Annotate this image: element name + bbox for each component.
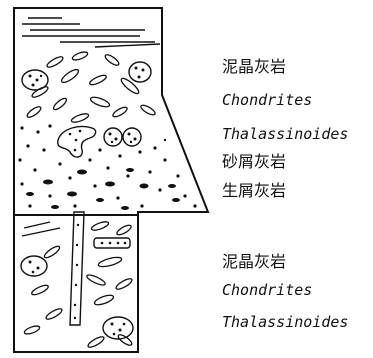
label-bioclastic: 生屑灰岩 [222,183,286,199]
label-micrite-upper: 泥晶灰岩 [222,59,286,75]
grainstone-dots [18,124,196,207]
label-thalassinoides-lower: Thalassinoides [222,315,348,330]
label-micrite-lower: 泥晶灰岩 [222,254,286,270]
label-chondrites-upper: Chondrites [222,93,312,108]
burrow-vertical-dots [74,224,79,319]
label-grainstone: 砂屑灰岩 [222,154,286,170]
label-thalassinoides-upper: Thalassinoides [222,127,348,142]
burrow-upper [58,127,96,158]
burrow-vertical [70,212,84,325]
label-chondrites-lower: Chondrites [222,283,312,298]
bioclasts [26,168,180,210]
intraclasts [22,62,151,146]
intraclast-dots [29,67,145,144]
lower-grains [22,220,133,349]
lower-clast-dots [29,242,127,336]
burrow-upper-dots [69,130,82,152]
lamination-lines [22,18,160,47]
upper-grains [26,50,157,123]
